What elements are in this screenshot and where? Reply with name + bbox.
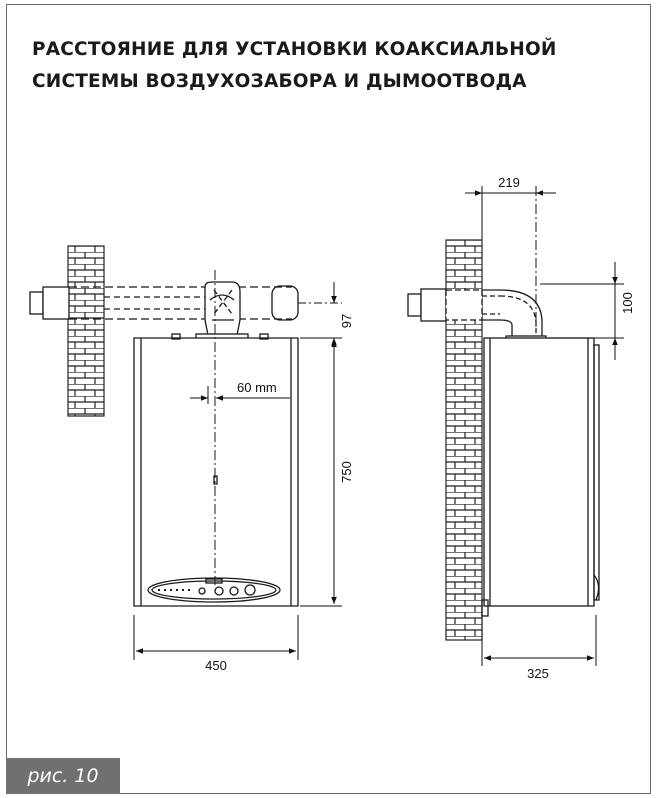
figure-title: РАССТОЯНИЕ ДЛЯ УСТАНОВКИ КОАКСИАЛЬНОЙ СИ… — [32, 34, 557, 98]
title-line-1: РАССТОЯНИЕ ДЛЯ УСТАНОВКИ КОАКСИАЛЬНОЙ — [32, 39, 557, 60]
front-flue-pipe — [29, 281, 299, 340]
front-dim-750 — [300, 340, 342, 607]
side-flue-pipe — [407, 288, 547, 341]
front-dim-60 — [190, 386, 290, 404]
side-dim-100 — [540, 262, 624, 360]
figure-frame — [6, 4, 651, 794]
front-dim-450 — [133, 615, 299, 660]
front-brick-wall — [67, 245, 105, 417]
side-view: 219 100 325 — [407, 175, 635, 681]
side-dim-219-label: 219 — [498, 175, 520, 190]
side-dim-325 — [481, 615, 597, 666]
side-dim-325-label: 325 — [527, 666, 549, 681]
front-view: 97 60 mm 750 450 — [29, 245, 354, 673]
front-dim-97-label: 97 — [339, 314, 354, 328]
front-boiler-body — [133, 333, 299, 607]
side-boiler-body — [481, 337, 600, 617]
side-dim-100-label: 100 — [620, 292, 635, 314]
side-dim-219 — [465, 186, 556, 330]
front-dim-60-label: 60 mm — [237, 380, 277, 395]
title-line-2: СИСТЕМЫ ВОЗДУХОЗАБОРА И ДЫМООТВОДА — [32, 71, 527, 92]
front-dim-450-label: 450 — [205, 658, 227, 673]
figure-number-label: рис. 10 — [6, 758, 120, 794]
front-dim-750-label: 750 — [339, 461, 354, 483]
front-dim-97 — [298, 282, 342, 359]
